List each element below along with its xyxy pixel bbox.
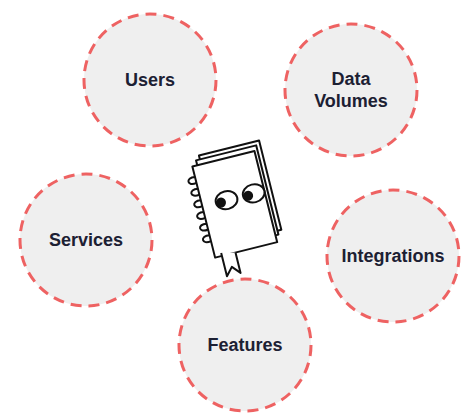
pupil [242,190,254,202]
notebook-cover [192,151,277,258]
circle-content: Services [18,172,154,308]
eye [214,189,240,212]
topic-circle: Integrations [325,188,461,324]
topic-label: Data Volumes [303,68,399,112]
circle-content: Data Volumes [283,22,419,158]
bookmark-ribbon [221,250,240,277]
pupil [215,197,227,209]
topic-label: Services [26,229,146,251]
circle-outline [179,279,311,411]
topic-circle: Data Volumes [283,22,419,158]
circle-outline [84,14,216,146]
circle-content: Integrations [325,188,461,324]
topic-label: Integrations [331,245,455,267]
circle-outline [327,190,459,322]
circle-outline [285,24,417,156]
circle-content: Users [82,12,218,148]
spiral-binding [188,177,211,243]
topic-circle: Services [18,172,154,308]
topic-label: Features [185,334,305,356]
circle-content: Features [177,277,313,413]
topic-circle: Features [177,277,313,413]
circle-outline [20,174,152,306]
topic-circle: Users [82,12,218,148]
eye [241,182,267,205]
topic-label: Users [90,69,210,91]
dashed-circle [283,22,419,158]
